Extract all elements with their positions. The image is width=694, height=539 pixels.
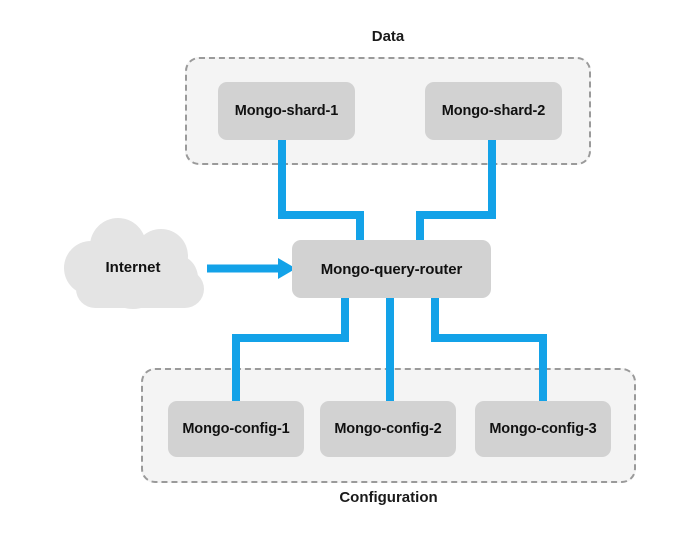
node-mongo-config-1[interactable]: Mongo-config-1 [168,401,304,457]
group-label-data: Data [371,28,405,45]
node-label: Mongo-config-3 [489,421,597,437]
connector-router-to-shard-2 [416,132,496,246]
node-mongo-shard-1[interactable]: Mongo-shard-1 [218,82,355,140]
arrowhead-icon [278,258,296,279]
cloud-icon [64,218,204,309]
node-mongo-config-2[interactable]: Mongo-config-2 [320,401,456,457]
connector-router-to-shard-1 [278,132,364,246]
connector-router-to-config-3 [431,292,547,410]
node-label: Mongo-config-2 [334,421,442,437]
node-mongo-config-3[interactable]: Mongo-config-3 [475,401,611,457]
group-label-configuration: Configuration [339,489,438,506]
node-mongo-query-router[interactable]: Mongo-query-router [292,240,491,298]
connector-internet-to-router [207,258,296,279]
connector-router-to-config-1 [232,292,349,410]
internet-cloud [58,218,223,313]
node-label: Mongo-shard-1 [234,103,339,119]
node-mongo-shard-2[interactable]: Mongo-shard-2 [425,82,562,140]
node-label: Mongo-query-router [320,260,463,278]
node-label: Mongo-config-1 [182,421,290,437]
internet-label: Internet [105,259,161,276]
node-label: Mongo-shard-2 [441,103,546,119]
